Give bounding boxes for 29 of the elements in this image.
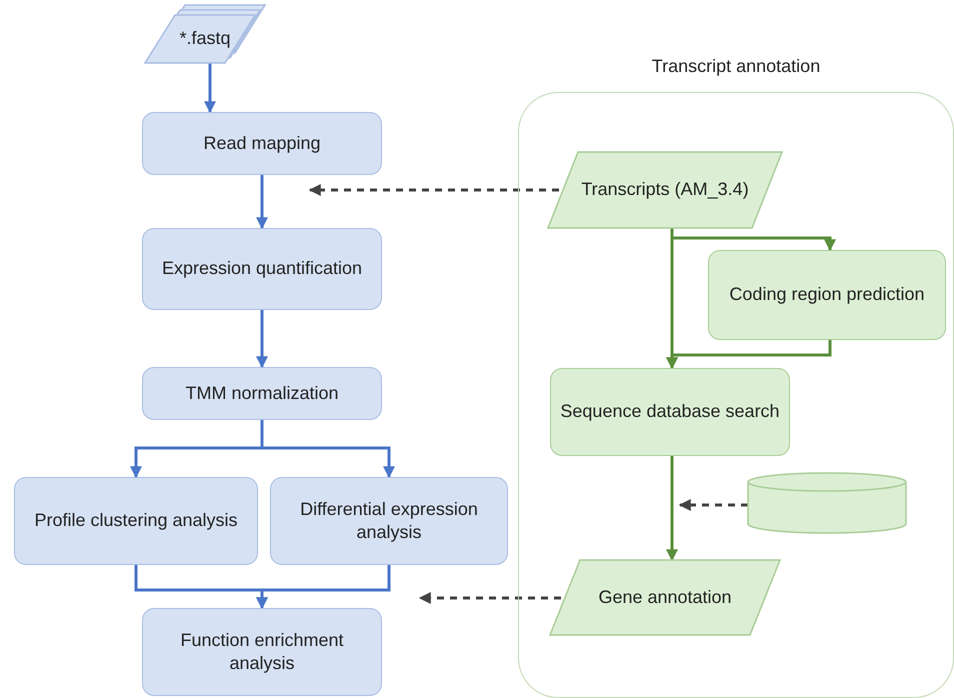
node-label: Gene annotation xyxy=(597,586,733,609)
node-label: Function enrichment analysis xyxy=(179,628,345,675)
group-heading: Transcript annotation xyxy=(650,55,822,78)
process-box xyxy=(708,250,946,340)
arrow xyxy=(308,184,559,196)
node-label: Read mapping xyxy=(202,132,322,155)
node-label: Differential expression analysis xyxy=(299,498,479,544)
arrow xyxy=(666,456,678,562)
node-label: Profile clustering analysis xyxy=(33,509,239,532)
process-box xyxy=(142,608,382,696)
arrow xyxy=(256,565,390,610)
process-box xyxy=(142,112,382,175)
node-label: Transcripts (AM_3.4) xyxy=(580,178,750,202)
process-box xyxy=(142,367,382,420)
arrow xyxy=(256,175,268,230)
process-box xyxy=(550,368,790,456)
process-box xyxy=(142,228,382,310)
arrow xyxy=(418,592,561,604)
node-label: Sequence database search xyxy=(559,400,781,424)
node-label: *.fastq xyxy=(178,27,232,50)
arrow xyxy=(204,63,216,114)
arrow xyxy=(260,420,395,478)
node-label: TMM normalization xyxy=(184,382,340,405)
node-label: Expression quantification xyxy=(160,257,364,280)
process-box xyxy=(270,477,508,565)
arrow xyxy=(678,499,748,511)
process-box xyxy=(14,477,258,565)
node-label: Coding region prediction xyxy=(728,283,926,306)
arrow xyxy=(256,310,268,368)
